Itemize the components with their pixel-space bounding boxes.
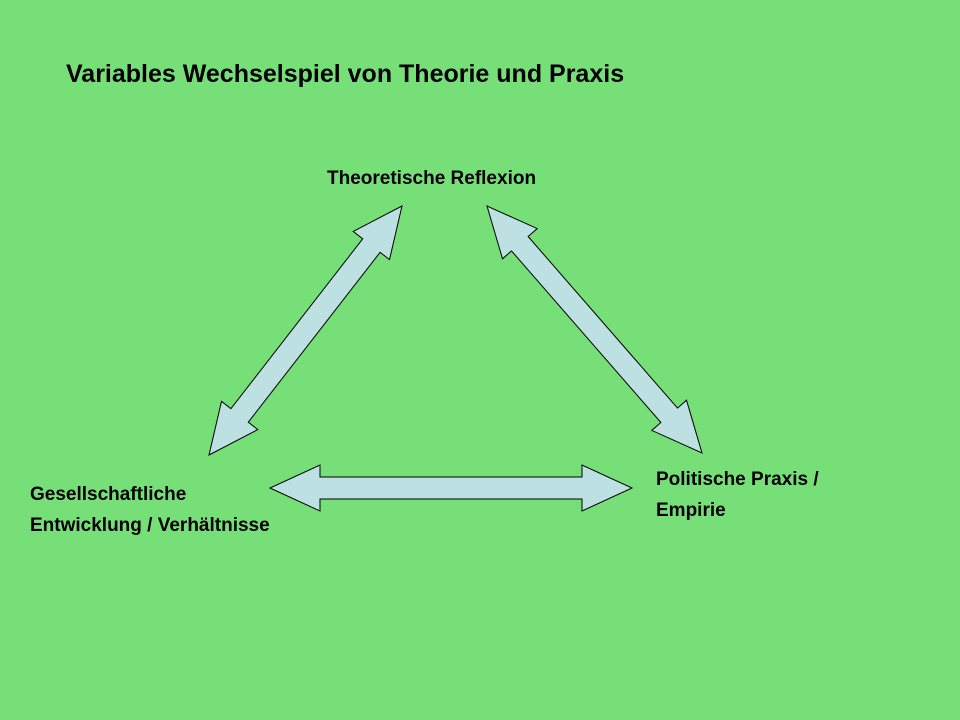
node-label-line: Empirie	[656, 500, 726, 521]
arrow-left-right	[268, 464, 634, 512]
node-label-line: Politische Praxis /	[656, 469, 819, 490]
arrow-left-top	[208, 205, 403, 456]
node-social-development: Gesellschaftliche Entwicklung / Verhältn…	[30, 479, 270, 541]
node-label-line: Gesellschaftliche	[30, 484, 187, 505]
node-label-line: Theoretische Reflexion	[327, 168, 537, 189]
node-theoretical-reflection: Theoretische Reflexion	[327, 163, 536, 194]
node-political-practice: Politische Praxis / Empirie	[656, 464, 819, 526]
slide-title: Variables Wechselspiel von Theorie und P…	[66, 60, 625, 88]
node-label-line: Entwicklung / Verhältnisse	[30, 515, 270, 536]
arrow-top-right	[486, 205, 703, 454]
